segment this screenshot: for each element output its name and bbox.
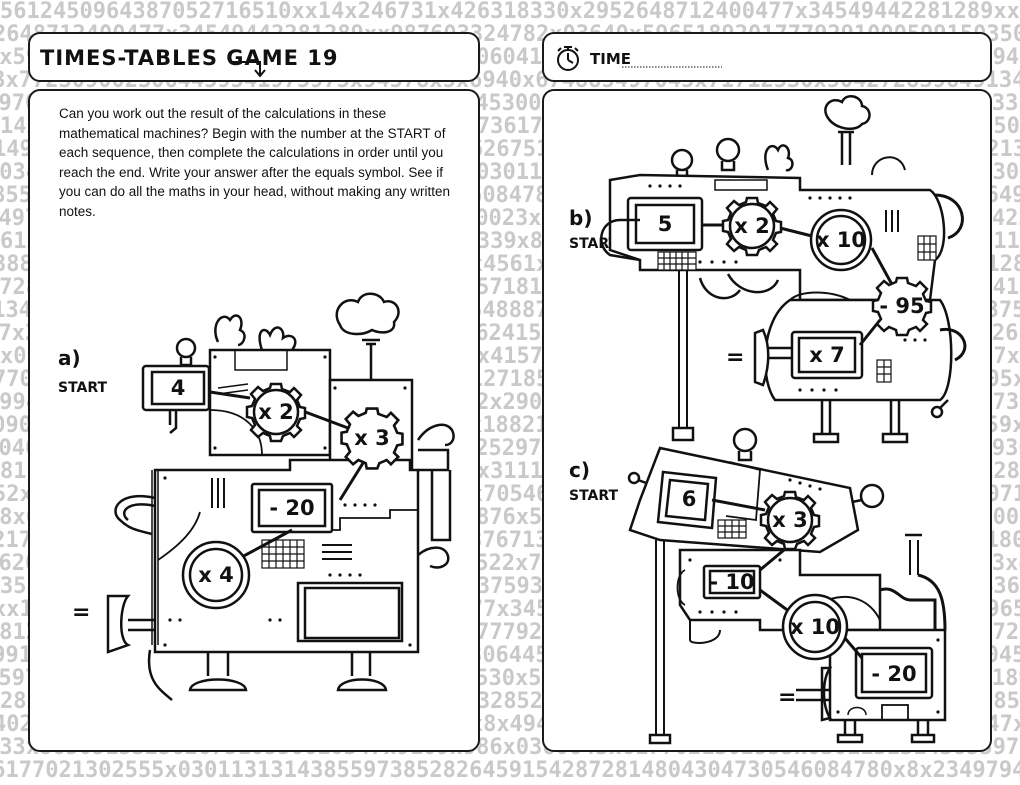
machine-a-equals: = (72, 600, 90, 625)
machine-a-op-2: x 3 (354, 426, 389, 450)
puzzle-b-letter: b) (569, 206, 593, 230)
machine-a-op-3: - 20 (269, 496, 314, 520)
arrow-down-right-icon (232, 61, 266, 78)
instructions-text: Can you work out the result of the calcu… (59, 106, 450, 219)
machine-c-start-value: 6 (682, 487, 697, 511)
machine-c-values: 6 x 3 - 10 x 10 - 20 = (682, 487, 917, 710)
puzzle-b-start-label: START (569, 236, 619, 252)
page-title: TIMES-TABLES GAME 19 (40, 46, 339, 70)
time-label: TIME (590, 50, 631, 68)
machine-c-equals: = (778, 685, 796, 710)
puzzle-c-start-label: START (569, 488, 619, 504)
machine-b-equals: = (726, 345, 744, 370)
machine-c-op-1: x 3 (772, 508, 807, 532)
time-bar (542, 32, 992, 82)
machine-a-op-4: x 4 (198, 563, 233, 587)
machine-a-op-1: x 2 (258, 400, 293, 424)
cloud-icon (824, 94, 871, 131)
puzzle-a-start-label: START (58, 380, 108, 396)
machine-b-values: 5 x 2 x 10 - 95 x 7 = (658, 212, 925, 370)
lightbulb-icon (732, 427, 885, 509)
puzzle-a-letter: a) (58, 346, 81, 370)
puzzle-c-letter: c) (569, 458, 590, 482)
machine-c-op-4: - 20 (871, 662, 916, 686)
machine-a-values: 4 x 2 x 3 - 20 x 4 = (72, 376, 390, 625)
machine-c-op-3: x 10 (790, 615, 840, 639)
machine-b (600, 94, 967, 444)
machine-c (627, 427, 947, 745)
machine-b-op-3: - 95 (879, 294, 924, 318)
lightbulb-icon (175, 337, 197, 368)
machine-b-start-value: 5 (658, 212, 673, 236)
machine-b-op-1: x 2 (734, 214, 769, 238)
lightbulb-icon (670, 137, 741, 180)
machine-a-start-value: 4 (171, 376, 186, 400)
stopwatch-icon (557, 46, 579, 71)
title-bar (28, 32, 480, 82)
machine-b-op-4: x 7 (809, 343, 844, 367)
machine-b-op-2: x 10 (816, 228, 866, 252)
machine-c-op-2: - 10 (709, 570, 754, 594)
machine-a (106, 292, 455, 701)
